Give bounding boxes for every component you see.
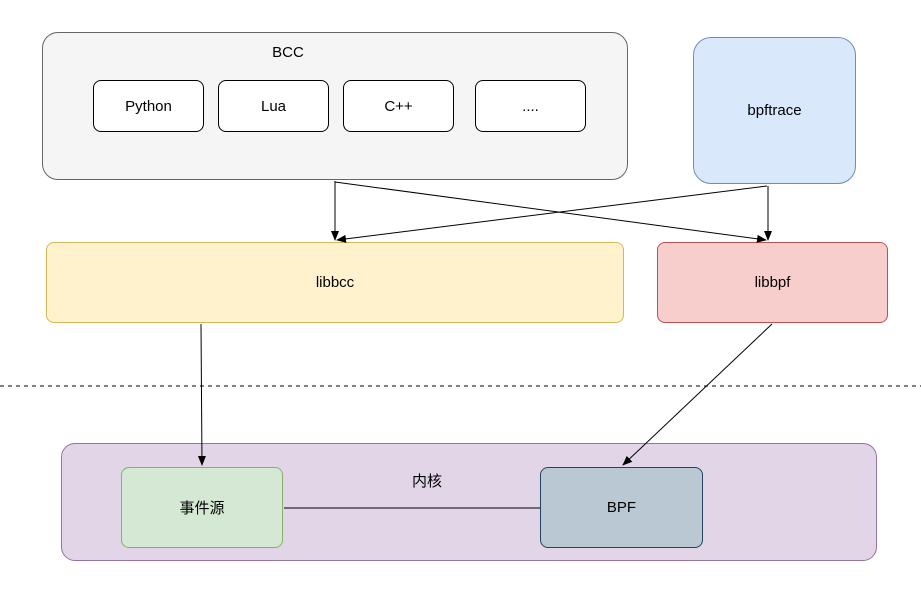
bcc-lang-python: Python — [93, 80, 204, 132]
event-source-label: 事件源 — [179, 500, 225, 517]
bcc-lang-cpp: C++ — [343, 80, 454, 132]
edge-bpftrace-libbcc — [336, 185, 768, 243]
event-source-node: 事件源 — [121, 467, 283, 548]
bcc-lang-label: Python — [125, 97, 172, 115]
bcc-lang-label: .... — [522, 97, 539, 115]
bpf-label: BPF — [606, 499, 637, 516]
bpftrace-node: bpftrace — [693, 37, 856, 184]
libbcc-node: libbcc — [46, 242, 624, 323]
bcc-lang-label: C++ — [384, 97, 413, 115]
bcc-title: BCC — [272, 44, 304, 61]
bpftrace-label: bpftrace — [747, 102, 802, 119]
bcc-lang-lua: Lua — [218, 80, 329, 132]
bpf-node: BPF — [540, 467, 703, 548]
libbcc-label: libbcc — [315, 274, 355, 291]
edge-bcc-libbpf — [334, 181, 767, 243]
libbpf-label: libbpf — [754, 274, 791, 291]
kernel-title: 内核 — [411, 473, 442, 490]
bcc-lang-more: .... — [475, 80, 586, 132]
bcc-lang-label: Lua — [260, 97, 287, 115]
libbpf-node: libbpf — [657, 242, 888, 323]
